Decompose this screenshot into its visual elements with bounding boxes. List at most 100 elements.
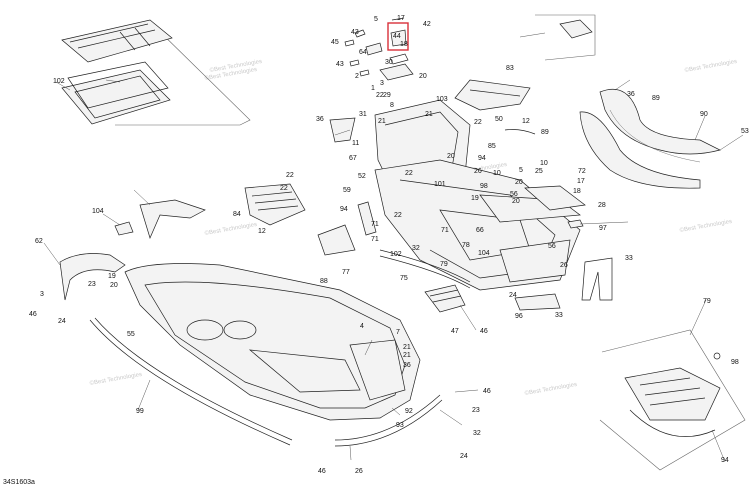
callout-label: 99: [136, 408, 144, 415]
callout-label: 84: [233, 211, 241, 218]
callout-label: 85: [488, 143, 496, 150]
part-59: [357, 201, 377, 236]
tray-inner: [74, 75, 161, 119]
callout-label: 77: [342, 269, 350, 276]
callout-label: 88: [320, 278, 328, 285]
callout-label: 79: [440, 261, 448, 268]
callout-label: 46: [480, 328, 488, 335]
part-47-grate: [424, 284, 466, 313]
bin-ribs: [639, 377, 706, 406]
callout-label: 46: [29, 311, 37, 318]
callout-label: 33: [555, 312, 563, 319]
part-24: [389, 53, 409, 65]
callout-label: 66: [476, 227, 484, 234]
callout-label: 18: [573, 188, 581, 195]
seat-base: [579, 111, 701, 189]
callout-label: 47: [451, 328, 459, 335]
hull-port-left: [186, 319, 224, 341]
rub-rail-32: [334, 394, 443, 447]
highlight-box: [387, 22, 409, 51]
grate-slats: [429, 289, 462, 303]
hull-cavity: [248, 349, 361, 393]
callout-label: 26: [560, 262, 568, 269]
callout-label: 19: [108, 273, 116, 280]
callout-label: 10: [540, 160, 548, 167]
callout-label: 8: [390, 102, 394, 109]
callout-label: 18: [400, 41, 408, 48]
hull: [124, 263, 421, 421]
callout-label: 93: [396, 422, 404, 429]
part-38: [514, 293, 561, 311]
callout-label: 20: [447, 153, 455, 160]
watermark: ©Best Technologies: [524, 381, 577, 397]
part-29: [524, 185, 586, 211]
part-69: [59, 253, 126, 301]
part-44: [390, 29, 407, 47]
callout-label: 20: [110, 282, 118, 289]
callout-label: 22: [376, 92, 384, 99]
callout-label: 12: [522, 118, 530, 125]
rear-storage: [624, 352, 721, 437]
callout-label: 30: [385, 59, 393, 66]
part-18: [379, 63, 414, 81]
seat-assembly: [579, 88, 721, 189]
part-31-ladder: [581, 257, 613, 301]
hull-body: [124, 263, 421, 421]
rub-rail-101: [89, 317, 293, 446]
callout-labels: 5 17 42 43 44 18 45 64 43 2 30 20 3 1 22…: [29, 15, 749, 475]
callout-label: 5: [374, 16, 378, 23]
part-94-small: [713, 352, 721, 360]
callout-label: 89: [652, 95, 660, 102]
part-28-platform: [499, 239, 571, 283]
seat-seam: [609, 109, 701, 163]
callout-label: 33: [625, 255, 633, 262]
callout-label: 10: [493, 170, 501, 177]
callout-label: 3: [380, 80, 384, 87]
callout-label: 102: [390, 251, 402, 258]
part-45: [344, 39, 355, 47]
glove-panel-edge: [469, 89, 521, 97]
upper-deck: [374, 99, 586, 291]
rub-rails: [89, 249, 471, 447]
callout-label: 98: [731, 359, 739, 366]
callout-label: 19: [471, 195, 479, 202]
callout-label: 56: [548, 243, 556, 250]
callout-label: 104: [478, 250, 490, 257]
part-92-seal: [629, 409, 716, 437]
callout-label: 21: [403, 352, 411, 359]
callout-label: 53: [741, 128, 749, 135]
callout-label: 4: [360, 323, 364, 330]
callout-label: 20: [419, 73, 427, 80]
callout-label: 55: [127, 331, 135, 338]
callout-label: 52: [358, 173, 366, 180]
callout-label: 89: [541, 129, 549, 136]
leader-lines: [43, 32, 744, 463]
callout-label: 71: [371, 221, 379, 228]
callout-label: 46: [483, 388, 491, 395]
callout-label: 5: [519, 167, 523, 174]
rub-rail-78: [379, 249, 471, 289]
part-42: [354, 29, 366, 38]
callout-label: 97: [599, 225, 607, 232]
callout-label: 96: [515, 313, 523, 320]
part-2: [359, 69, 370, 77]
callout-label: 104: [92, 208, 104, 215]
frame-top-right: [535, 14, 596, 61]
callout-label: 90: [700, 111, 708, 118]
left-fairings: [59, 117, 377, 301]
callout-label: 92: [405, 408, 413, 415]
callout-label: 59: [343, 187, 351, 194]
callout-label: 44: [393, 33, 401, 40]
callout-label: 36: [316, 116, 324, 123]
callout-label: 31: [359, 111, 367, 118]
detail-frames: [115, 14, 746, 471]
storage-lid-assembly: [61, 19, 173, 125]
part-75: [317, 224, 356, 256]
front-panel-79: [454, 79, 531, 111]
callout-label: 22: [474, 119, 482, 126]
callout-label: 24: [509, 292, 517, 299]
callout-label: 20: [515, 179, 523, 186]
diagram-code: 34S1603a: [3, 479, 35, 486]
frame-bottom-right: [599, 329, 746, 471]
